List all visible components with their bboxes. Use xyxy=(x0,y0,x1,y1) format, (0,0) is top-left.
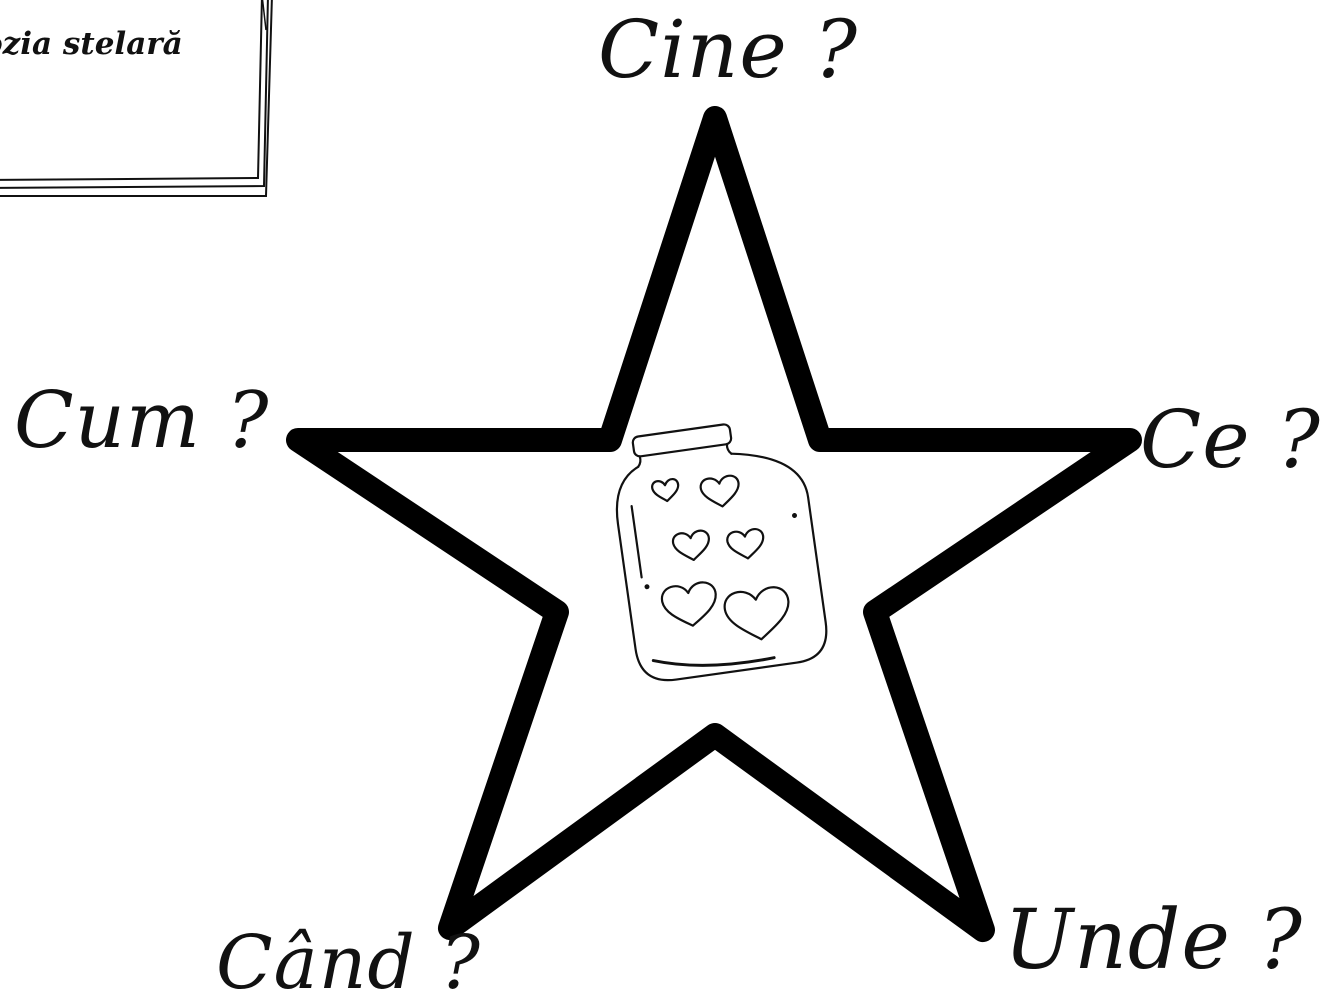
title-card-text: ozia stelară xyxy=(0,26,183,62)
star-outline xyxy=(298,118,1130,930)
decorative-squiggles xyxy=(262,0,266,30)
question-unde: Unde ? xyxy=(1004,900,1303,982)
question-cum: Cum ? xyxy=(14,382,270,460)
question-ce: Ce ? xyxy=(1140,400,1320,480)
question-cand: Când ? xyxy=(216,926,481,1000)
question-cine: Cine ? xyxy=(598,10,858,90)
